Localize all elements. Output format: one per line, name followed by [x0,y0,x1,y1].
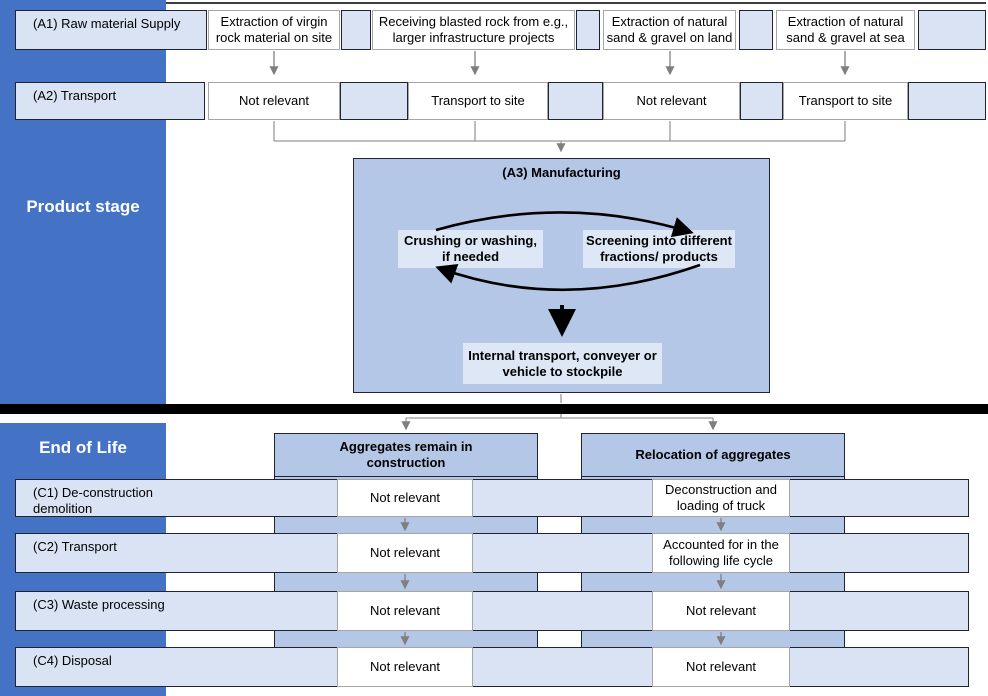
a1-option-sand-sea: Extraction of natural sand & gravel at s… [776,10,915,50]
a3-step-crushing: Crushing or washing, if needed [398,230,543,268]
end-of-life-title: End of Life [39,438,127,457]
row-label-c3: (C3) Waste processing [15,591,969,631]
a2-a3-connector [273,121,846,153]
a1-option-blasted-rock: Receiving blasted rock from e.g., larger… [372,10,575,50]
a2-cell-4: Transport to site [783,82,908,120]
a1-spacer-2 [576,10,600,50]
c1-cell-relocation: Deconstruction and loading of truck [652,479,790,517]
c2-cell-relocation: Accounted for in the following life cycl… [652,533,790,573]
a1-option-sand-land: Extraction of natural sand & gravel on l… [603,10,736,50]
product-stage-sidebar: Product stage [0,0,166,404]
c4-cell-remain: Not relevant [337,647,473,687]
a1-option-virgin-rock: Extraction of virgin rock material on si… [208,10,340,50]
row-label-c1: (C1) De-construction demolition [15,479,969,517]
c1-cell-remain: Not relevant [337,479,473,517]
a2-spacer-2 [548,82,603,120]
row-label-a1: (A1) Raw material Supply [15,10,207,50]
a2-spacer-1 [340,82,408,120]
a1-a2-flow-arrows [269,51,850,76]
row-label-a2: (A2) Transport [15,82,205,120]
a3-step-internal-transport: Internal transport, conveyer or vehicle … [463,343,662,384]
a2-cell-2: Transport to site [408,82,548,120]
c2-cell-remain: Not relevant [337,533,473,573]
stage-divider-line [0,404,988,414]
eol-column-header-remain: Aggregates remain in construction [274,433,538,477]
a2-spacer-3 [740,82,783,120]
a1-spacer-1 [341,10,371,50]
top-border-line [166,2,986,4]
a1-spacer-3 [739,10,773,50]
c3-cell-remain: Not relevant [337,591,473,631]
a3-step-screening: Screening into different fractions/ prod… [583,230,735,268]
row-label-c4: (C4) Disposal [15,647,969,687]
eol-column-header-relocation: Relocation of aggregates [581,433,845,477]
a2-cell-3: Not relevant [603,82,740,120]
row-label-c2: (C2) Transport [15,533,969,573]
c3-cell-relocation: Not relevant [652,591,790,631]
product-stage-title: Product stage [26,197,140,216]
a3-title: (A3) Manufacturing [502,165,621,180]
a2-spacer-4 [908,82,986,120]
a1-spacer-4 [918,10,986,50]
c4-cell-relocation: Not relevant [652,647,790,687]
a2-cell-1: Not relevant [208,82,340,120]
